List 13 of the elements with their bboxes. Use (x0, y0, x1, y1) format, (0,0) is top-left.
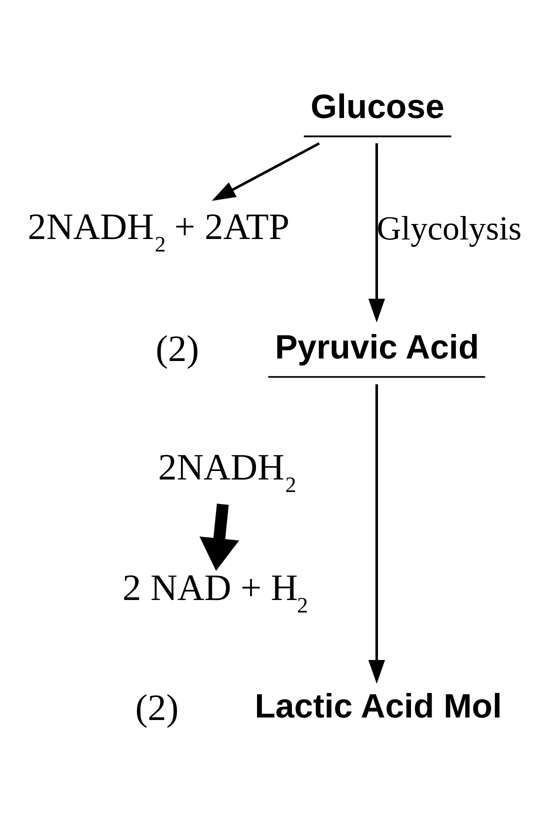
arrow (212, 142, 320, 200)
arrow (368, 142, 386, 322)
node-text: Glucose (310, 87, 444, 126)
node-label: (2) (156, 328, 200, 370)
node-text: 2NADH$_{2}$ + 2ATP (28, 206, 290, 256)
edge-label: Glycolysis (376, 210, 522, 248)
node-text: Pyruvic Acid (275, 328, 480, 366)
node-text: 2NADH$_{2}$ (158, 447, 296, 497)
node-text: 2 NAD + H$_{2}$ (122, 567, 308, 617)
arrow (368, 384, 386, 684)
arrow (200, 503, 240, 570)
node-label: (2) (135, 688, 179, 729)
node-text: Lactic Acid Mol (254, 687, 502, 726)
